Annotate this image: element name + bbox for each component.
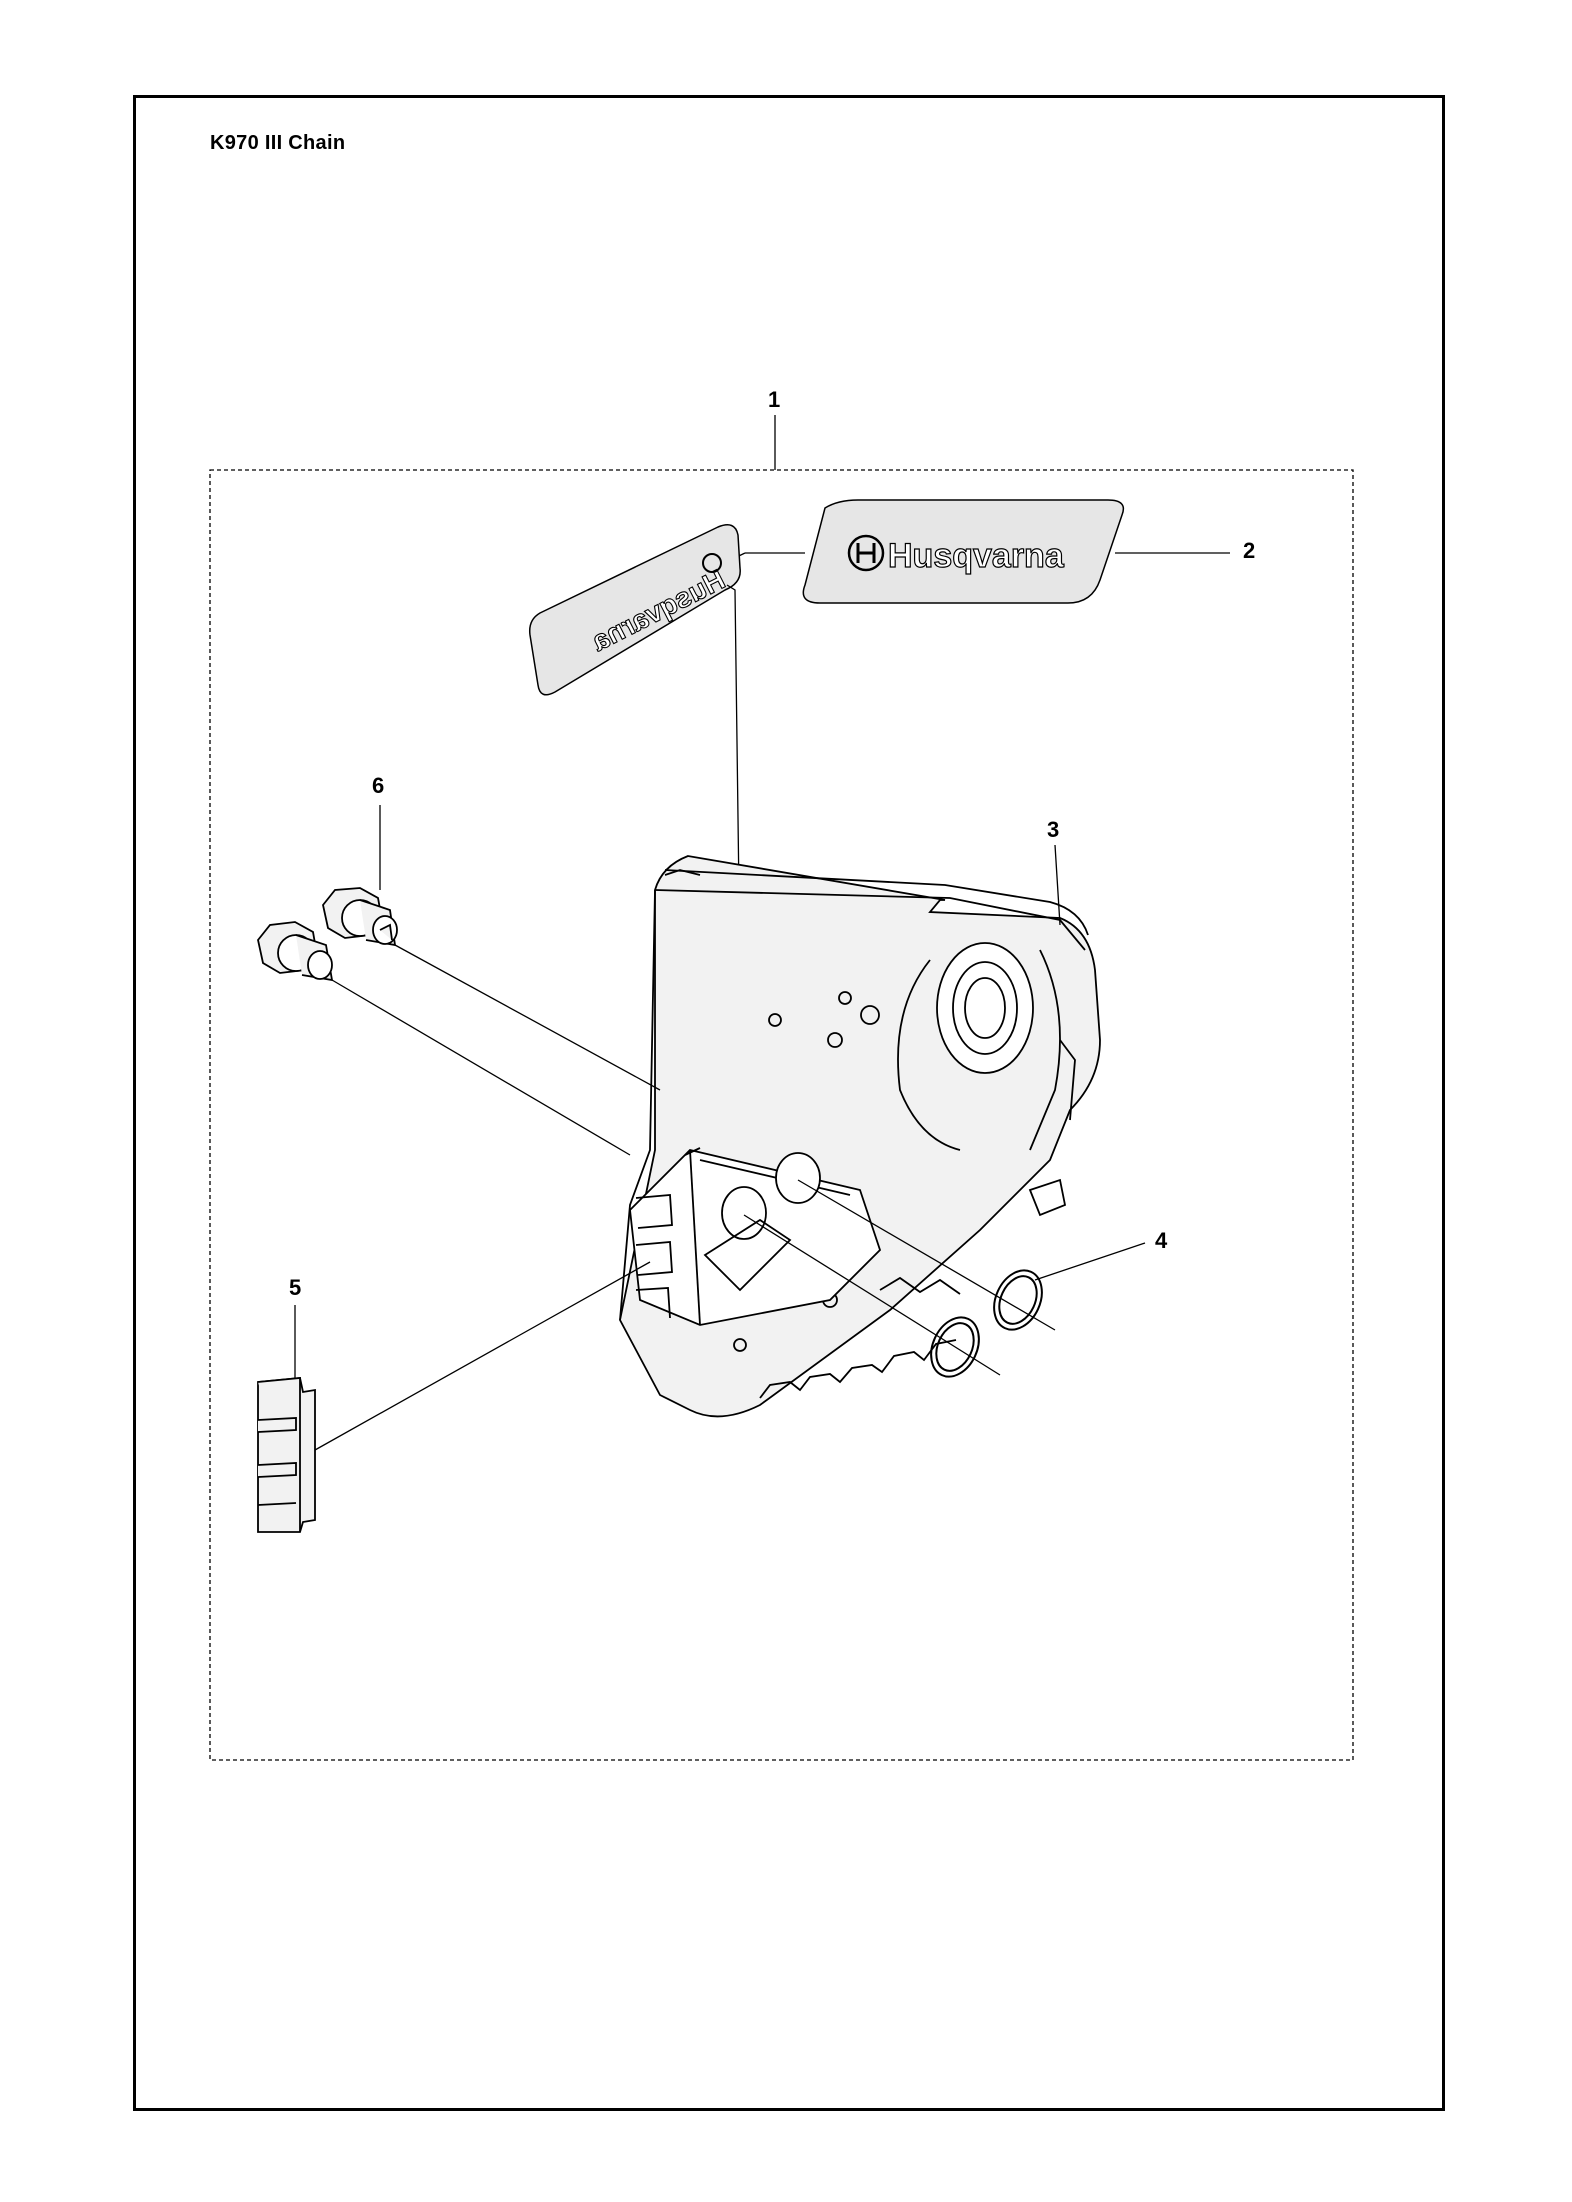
callout-2: 2 — [1243, 538, 1255, 563]
callout-3: 3 — [1047, 817, 1059, 842]
nut-lower — [257, 921, 334, 982]
husqvarna-crown-icon — [847, 534, 885, 572]
callout-4: 4 — [1155, 1228, 1168, 1253]
page-title: K970 III Chain — [210, 132, 346, 154]
decal-brand-text: Husqvarna — [888, 537, 1065, 575]
callout-5: 5 — [289, 1275, 301, 1300]
callout-6: 6 — [372, 773, 384, 798]
nut-upper — [322, 887, 398, 947]
axis-line-6-upper — [394, 944, 661, 1091]
axis-line-lower — [743, 1214, 1001, 1376]
o-ring-upper — [993, 1269, 1043, 1331]
kit-boundary — [209, 469, 1354, 1761]
chain-cover — [619, 855, 1101, 1418]
callout-1: 1 — [768, 387, 780, 412]
o-ring-lower — [930, 1316, 980, 1378]
axis-line-5 — [314, 1261, 651, 1451]
axis-line-upper — [797, 1179, 1056, 1331]
leader-line-3 — [1054, 844, 1061, 926]
decal-front: Husqvarna — [802, 499, 1125, 604]
decal-rear: Husqvarna — [528, 524, 741, 696]
axis-line-6-lower — [331, 979, 631, 1156]
guide-block — [257, 1377, 316, 1533]
leader-line-4 — [1034, 1242, 1146, 1281]
page-frame — [133, 95, 1445, 2111]
